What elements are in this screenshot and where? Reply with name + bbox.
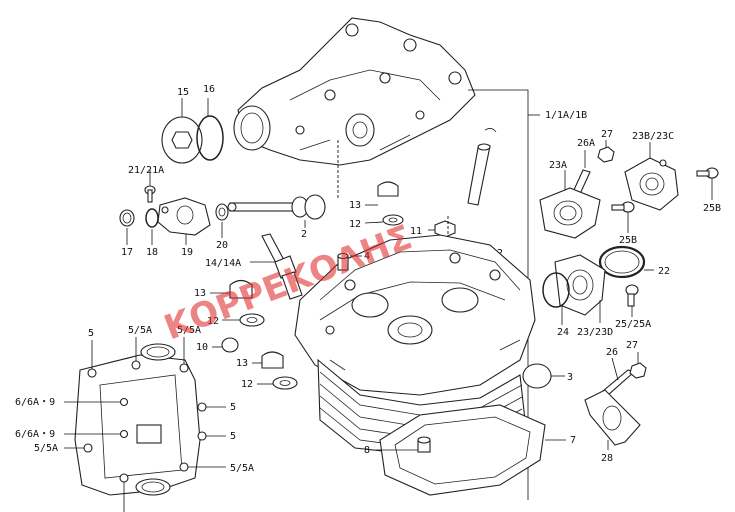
clamp-22: [598, 245, 646, 279]
callout-3: 3: [567, 372, 573, 383]
callout-13a: 13: [349, 200, 361, 211]
valve-guide: [467, 143, 491, 206]
leader-1: [468, 89, 529, 500]
washer-12-d: [272, 376, 298, 390]
callout-14: 14/14A: [205, 258, 241, 269]
washer-12-a: [382, 214, 404, 226]
holder-23b: [624, 157, 679, 211]
callout-18: 18: [146, 247, 158, 258]
nut-27-a: [597, 146, 615, 163]
callout-22: 22: [658, 266, 670, 277]
cap-17: [119, 209, 135, 227]
callout-19: 19: [181, 247, 193, 258]
callout-5b: 5: [230, 402, 236, 413]
stud-26: [602, 369, 636, 396]
intake-23: [554, 254, 606, 316]
callout-26a: 26A: [577, 138, 595, 149]
callout-28: 28: [601, 453, 613, 464]
bolt-25b-b: [611, 201, 635, 213]
callout-24: 24: [557, 327, 569, 338]
callout-13b: 13: [194, 288, 206, 299]
dowel-10: [221, 337, 239, 353]
callout-16: 16: [203, 84, 215, 95]
callout-23b: 23B/23C: [632, 131, 674, 142]
bolt-21: [144, 185, 156, 203]
callout-5-5a-3: 5/5A: [34, 443, 58, 454]
callout-20: 20: [216, 240, 228, 251]
callout-13c: 13: [236, 358, 248, 369]
nut-27-b: [629, 362, 647, 379]
washer-20: [215, 203, 229, 221]
callout-10: 10: [196, 342, 208, 353]
bolt-25: [625, 284, 639, 307]
nut-13-b: [229, 279, 253, 299]
callout-27b: 27: [626, 340, 638, 351]
nut-13-a: [377, 181, 399, 197]
callout-17: 17: [121, 247, 133, 258]
callout-2: 2: [301, 229, 307, 240]
callout-4: 4: [364, 251, 370, 262]
callout-5-5a-2: 5/5A: [177, 325, 201, 336]
gasket-7: [379, 404, 546, 496]
dowel-4: [337, 252, 349, 271]
callout-23a: 23A: [549, 160, 567, 171]
callout-5a: 5: [88, 328, 94, 339]
nut-13-c: [261, 351, 284, 369]
callout-11: 11: [410, 226, 422, 237]
cap-15: [161, 116, 203, 164]
callout-25b: 25B: [703, 203, 721, 214]
dowel-8: [417, 436, 431, 453]
callout-25a: 25/25A: [615, 319, 651, 330]
head-cover: [233, 17, 476, 166]
camshaft: [227, 194, 326, 220]
callout-5-5a-1: 5/5A: [128, 325, 152, 336]
nut-11: [434, 220, 456, 238]
callout-12a: 12: [349, 219, 361, 230]
callout-21: 21/21A: [128, 165, 164, 176]
o-ring-16: [196, 115, 224, 161]
callout-5c: 5: [230, 431, 236, 442]
o-ring-18: [145, 208, 159, 228]
side-cover: [74, 343, 207, 496]
callout-1: 1/1A/1B: [545, 110, 587, 121]
callout-6a: 6/6A・9: [15, 397, 55, 408]
spark-plug-14: [261, 233, 303, 300]
callout-12c: 12: [207, 316, 219, 327]
callout-8: 8: [364, 445, 370, 456]
o-ring-24: [542, 272, 570, 308]
callout-25b2: 25B: [619, 235, 637, 246]
callout-5-5a-4: 5/5A: [230, 463, 254, 474]
holder-23a: [539, 187, 601, 239]
plate-28: [584, 389, 641, 446]
callout-12d: 12: [241, 379, 253, 390]
cylinder-head: [294, 234, 536, 396]
callout-6b: 6/6A・9: [15, 429, 55, 440]
callout-15: 15: [177, 87, 189, 98]
callout-27a: 27: [601, 129, 613, 140]
callout-23d: 23/23D: [577, 327, 613, 338]
callout-26: 26: [606, 347, 618, 358]
bolt-25b-a: [696, 167, 719, 179]
housing-19: [157, 197, 211, 236]
callout-7: 7: [570, 435, 576, 446]
plug-3: [522, 363, 552, 389]
